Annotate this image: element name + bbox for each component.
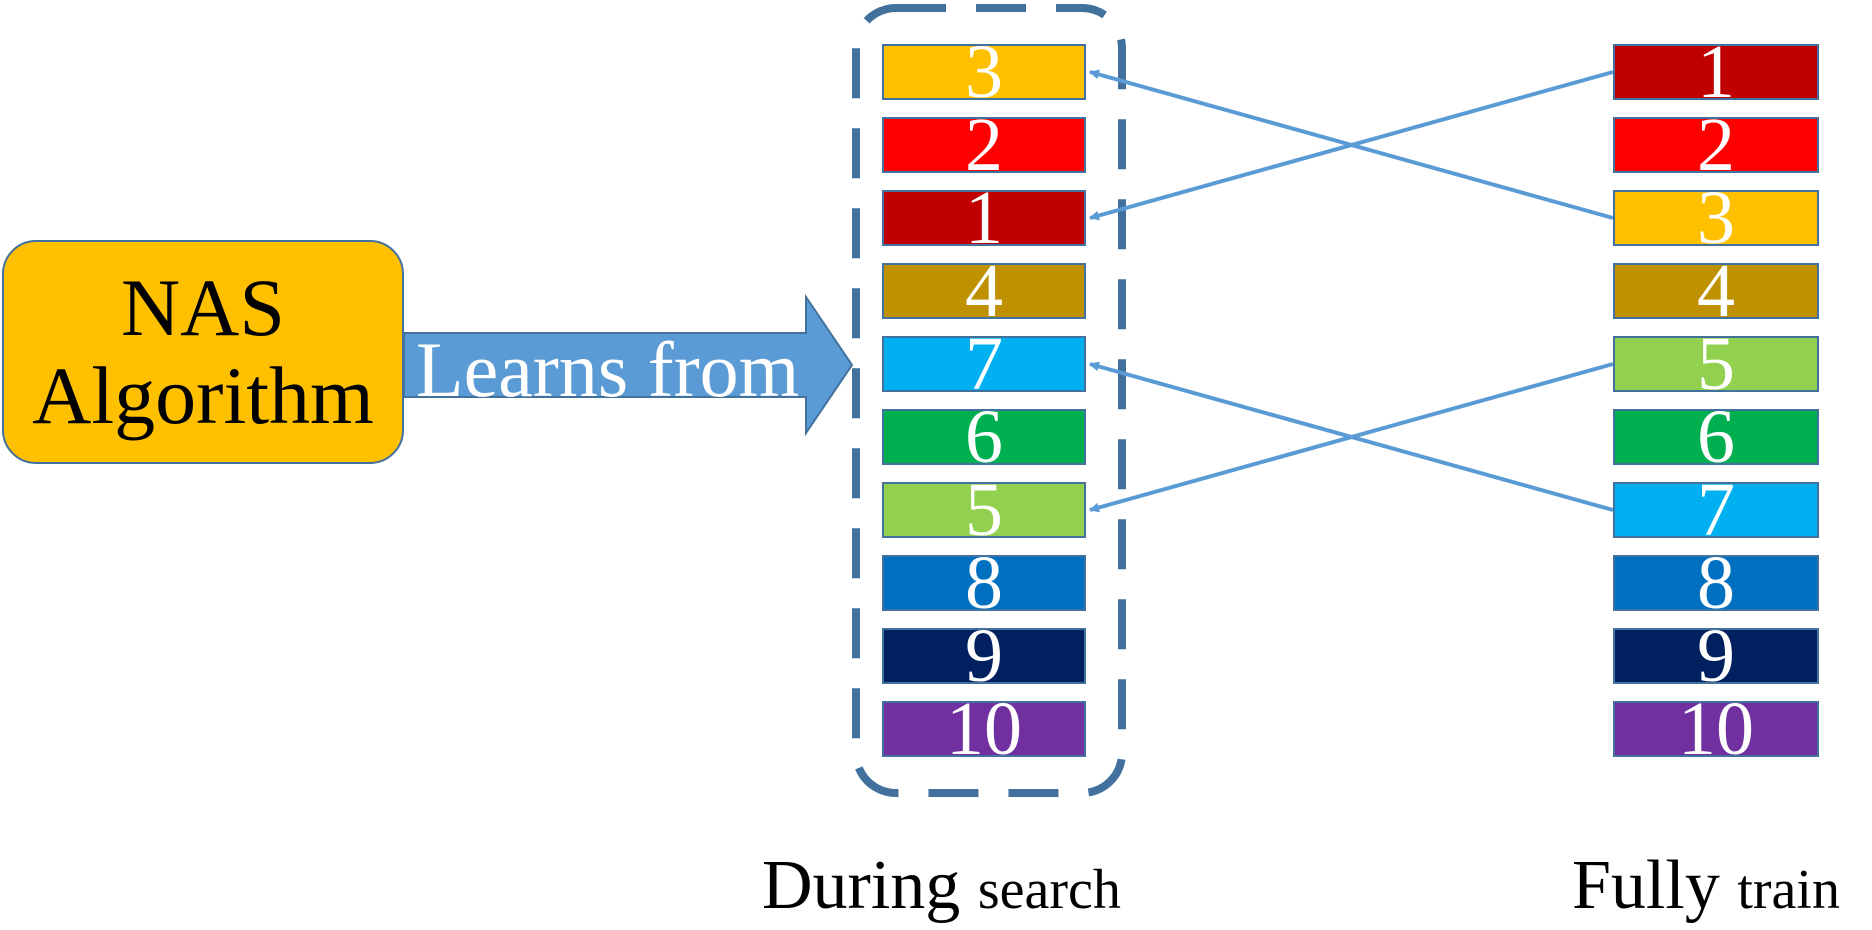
train-rank-6: 6 bbox=[1613, 409, 1819, 465]
search-rank-6: 6 bbox=[882, 409, 1086, 465]
during-search-caption-main: During bbox=[762, 847, 961, 924]
search-rank-3: 3 bbox=[882, 44, 1086, 100]
train-rank-2: 2 bbox=[1613, 117, 1819, 173]
rank-links bbox=[1089, 69, 1614, 513]
during-search-caption: During search bbox=[762, 846, 1121, 926]
train-rank-7: 7 bbox=[1613, 482, 1819, 538]
during-search-frame bbox=[852, 4, 1126, 797]
nas-algorithm-box: NAS Algorithm bbox=[2, 240, 404, 464]
train-rank-1: 1 bbox=[1613, 44, 1819, 100]
during-search-caption-rest: search bbox=[977, 859, 1121, 921]
train-rank-10: 10 bbox=[1613, 701, 1819, 757]
train-rank-8: 8 bbox=[1613, 555, 1819, 611]
link-arrow-rank-5 bbox=[1089, 362, 1614, 513]
nas-algorithm-line1: NAS bbox=[120, 262, 286, 353]
fully-train-caption-main: Fully bbox=[1572, 847, 1720, 924]
search-rank-1: 1 bbox=[882, 190, 1086, 246]
learns-from-label: Learns from bbox=[416, 326, 800, 413]
train-rank-9: 9 bbox=[1613, 628, 1819, 684]
search-rank-5: 5 bbox=[882, 482, 1086, 538]
search-rank-2: 2 bbox=[882, 117, 1086, 173]
search-rank-7: 7 bbox=[882, 336, 1086, 392]
search-rank-10: 10 bbox=[882, 701, 1086, 757]
search-rank-4: 4 bbox=[882, 263, 1086, 319]
train-rank-3: 3 bbox=[1613, 190, 1819, 246]
train-rank-5: 5 bbox=[1613, 336, 1819, 392]
search-rank-9: 9 bbox=[882, 628, 1086, 684]
train-rank-4: 4 bbox=[1613, 263, 1819, 319]
fully-train-caption: Fully train bbox=[1572, 846, 1840, 926]
fully-train-caption-rest: train bbox=[1737, 859, 1840, 921]
search-rank-8: 8 bbox=[882, 555, 1086, 611]
learns-from-arrow bbox=[403, 293, 854, 437]
link-arrow-rank-1 bbox=[1089, 70, 1614, 221]
nas-algorithm-line2: Algorithm bbox=[32, 350, 374, 441]
